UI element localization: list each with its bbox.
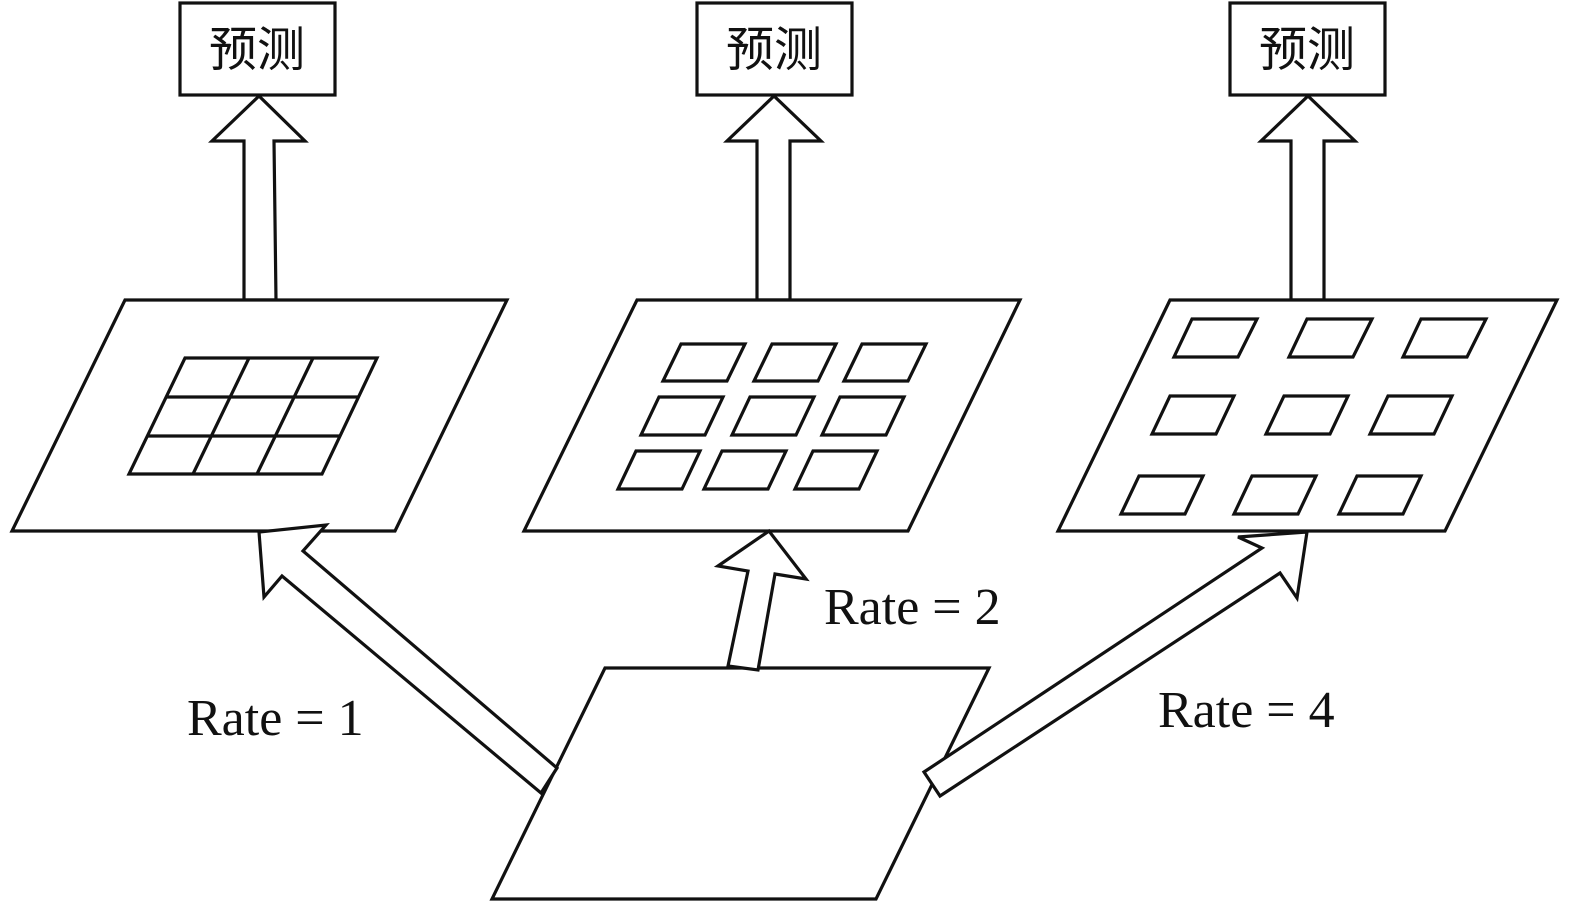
kernel-cell [1149, 394, 1237, 436]
kernel-cell [1263, 394, 1351, 436]
arrow-rate-1 [257, 522, 560, 796]
arrow-rate-4 [921, 530, 1309, 799]
prediction-box-rate-1: 预测 [178, 1, 337, 97]
kernel-cell [1231, 474, 1319, 516]
kernel-cell [819, 395, 907, 437]
kernel-cell [1367, 394, 1455, 436]
rate-label-2: Rate = 2 [824, 579, 1001, 636]
prediction-box-rate-2: 预测 [695, 1, 854, 97]
kernel-cells-rate-2 [615, 342, 929, 491]
arrow-rate-2 [713, 528, 810, 672]
rate-label-1: Rate = 1 [187, 690, 364, 747]
kernel-cell [1400, 317, 1489, 359]
prediction-label: 预测 [1259, 22, 1355, 78]
up-arrow-rate-4 [1257, 93, 1359, 302]
prediction-label: 预测 [209, 22, 305, 78]
kernel-grid-rate-1 [126, 356, 380, 476]
kernel-cell [638, 395, 726, 437]
kernel-cell [729, 395, 817, 437]
kernel-cell [660, 342, 748, 383]
rate-label-4: Rate = 4 [1158, 682, 1335, 739]
up-arrow-rate-1 [208, 93, 309, 302]
kernel-cell [701, 449, 789, 491]
input-feature-map-plane [489, 666, 992, 901]
kernel-cell [841, 342, 929, 383]
kernel-cell [751, 342, 839, 383]
kernel-cell [1336, 474, 1424, 516]
kernel-cells-rate-4 [1118, 317, 1489, 516]
prediction-box-rate-4: 预测 [1228, 1, 1387, 97]
kernel-cell [1286, 317, 1375, 359]
kernel-cell [1118, 474, 1206, 516]
kernel-cell [792, 449, 880, 491]
kernel-cell [615, 449, 703, 491]
kernel-cell [1171, 317, 1260, 359]
up-arrow-rate-2 [723, 93, 825, 302]
prediction-label: 预测 [726, 22, 822, 78]
